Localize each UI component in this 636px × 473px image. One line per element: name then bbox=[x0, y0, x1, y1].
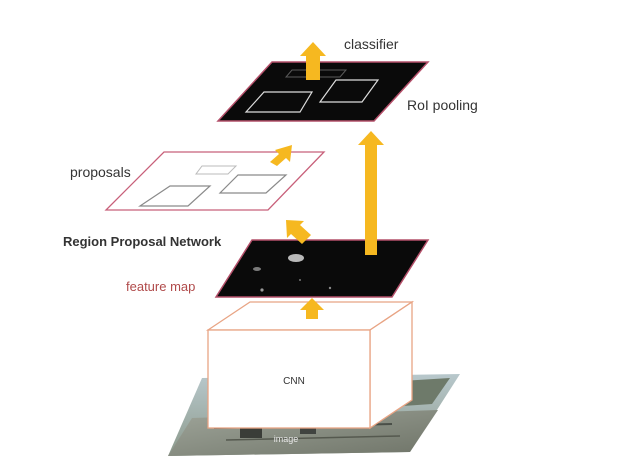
roi-pooling-plane bbox=[216, 61, 430, 122]
diagonal-arrow-icon bbox=[286, 220, 311, 244]
up-arrow-icon bbox=[300, 42, 326, 80]
proposals-label: proposals bbox=[70, 164, 131, 180]
up-arrow-icon bbox=[300, 298, 324, 319]
feature-map-label: feature map bbox=[126, 279, 195, 294]
rpn-label: Region Proposal Network bbox=[63, 234, 222, 249]
feature-map-plane bbox=[214, 239, 430, 298]
cnn-box: CNN bbox=[205, 300, 415, 430]
roi-pooling-label: RoI pooling bbox=[407, 97, 478, 113]
cnn-label: CNN bbox=[283, 376, 305, 387]
diagonal-arrow-icon bbox=[270, 145, 292, 166]
classifier-label: classifier bbox=[344, 36, 399, 52]
up-arrow-icon bbox=[358, 131, 384, 255]
proposals-plane bbox=[104, 151, 326, 211]
image-label: image bbox=[274, 434, 299, 444]
